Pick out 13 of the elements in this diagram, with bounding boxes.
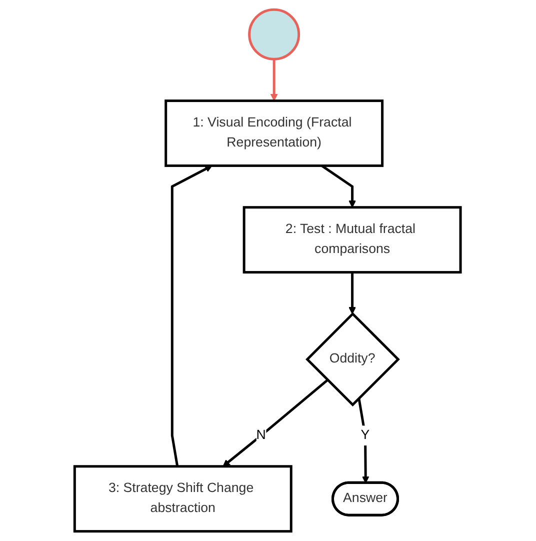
node-picture (248, 8, 300, 60)
node-diamond: Oddity? (306, 312, 400, 407)
node-box: 3: Strategy Shift Change abstraction (74, 465, 293, 533)
arrow (171, 165, 213, 467)
edge-label: N (256, 428, 266, 442)
arrow (358, 398, 370, 484)
edge-label: Y (361, 428, 370, 442)
node-box: 2: Test : Mutual fractal comparisons (243, 206, 462, 274)
arrow (349, 272, 356, 314)
arrow (270, 59, 278, 102)
arrow (321, 164, 356, 208)
node-box: 1: Visual Encoding (Fractal Representation) (165, 100, 384, 167)
arrow (223, 379, 329, 467)
